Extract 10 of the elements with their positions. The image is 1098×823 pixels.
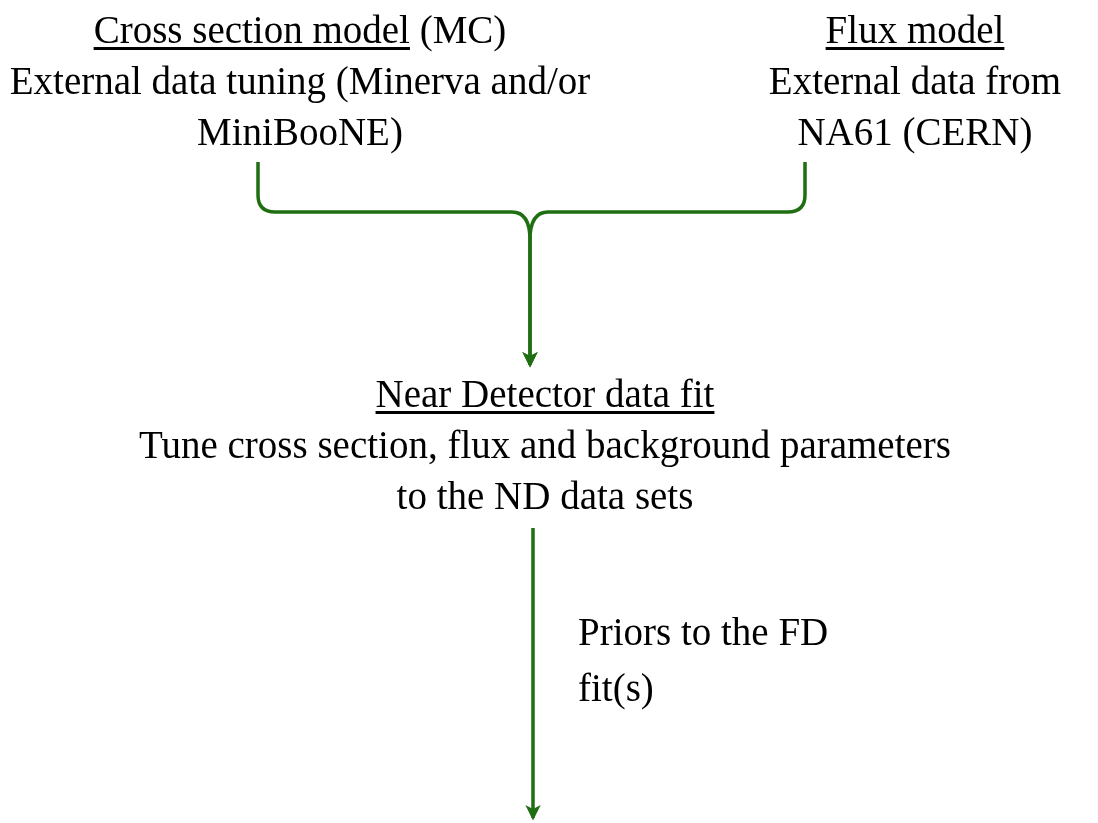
note-text: (MC): [419, 8, 507, 51]
description-text: External data tuning (Minerva and/or MiniBooNE): [8, 58, 592, 156]
arrow: [522, 162, 807, 368]
heading-text: Cross section model: [93, 8, 410, 51]
heading-text: Near Detector data fit: [375, 372, 715, 415]
description-text: External data from NA61 (CERN): [767, 58, 1063, 155]
arrow: [525, 528, 541, 821]
description-text: Tune cross section, flux and background parameters to the ND data sets: [138, 422, 952, 519]
edge-label: Priors to the FD fit(s): [578, 609, 830, 712]
heading-text: Flux model: [825, 8, 1005, 51]
